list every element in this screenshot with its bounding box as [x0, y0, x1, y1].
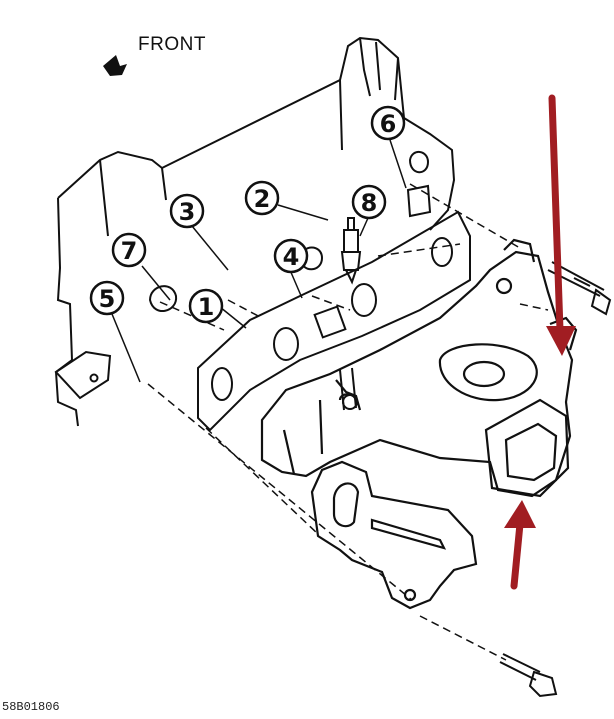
callout-1: 1 — [188, 288, 224, 324]
callout-1-number: 1 — [198, 293, 215, 321]
front-arrow-icon — [103, 55, 127, 76]
front-direction-label: FRONT — [138, 34, 206, 55]
callout-6: 6 — [370, 105, 406, 141]
callout-4: 4 — [273, 238, 309, 274]
callout-3: 3 — [169, 193, 205, 229]
callout-8: 8 — [351, 184, 387, 220]
exhaust-manifold — [260, 238, 578, 498]
annotation-arrow-bottom — [504, 500, 536, 590]
oxygen-sensor — [340, 217, 362, 285]
callout-3-number: 3 — [179, 198, 196, 226]
cylinder-head — [54, 36, 456, 427]
figure-code: 58B01806 — [2, 700, 60, 714]
callout-2: 2 — [244, 180, 280, 216]
annotation-arrow-top — [546, 94, 576, 356]
callout-7: 7 — [111, 232, 147, 268]
callout-7-number: 7 — [121, 237, 138, 265]
callout-6-number: 6 — [380, 110, 397, 138]
callout-5: 5 — [89, 280, 125, 316]
manifold-studs — [339, 261, 612, 698]
callout-2-number: 2 — [254, 185, 271, 213]
callout-4-number: 4 — [283, 243, 300, 271]
alignment-lines — [147, 183, 549, 661]
callout-leaders — [111, 139, 407, 383]
manifold-gasket — [197, 210, 471, 432]
callout-5-number: 5 — [99, 285, 116, 313]
callout-8-number: 8 — [361, 189, 378, 217]
